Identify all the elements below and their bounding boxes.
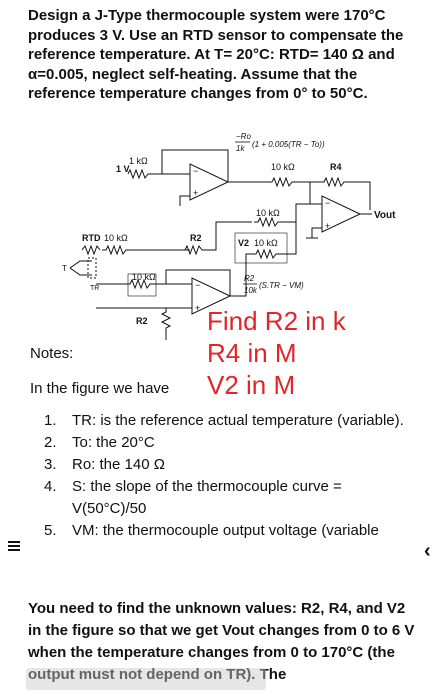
annotation-v2: V2 in M: [207, 370, 296, 400]
list-item: 4.S: the slope of the thermocouple curve…: [44, 478, 342, 517]
figure-intro: In the figure we have: [30, 380, 170, 397]
chevron-left-icon[interactable]: ‹: [424, 540, 431, 562]
tr-label: TR: [90, 285, 99, 292]
bottom-expression-numerator: R2: [244, 274, 255, 283]
annotation-find-r2: Find R2 in k: [207, 306, 346, 336]
t-label: T: [62, 264, 67, 273]
watermark: [26, 668, 266, 690]
opamp3-plus: +: [195, 303, 200, 313]
list-item: 3.Ro: the 140 Ω: [44, 456, 165, 473]
resistor-10k-e-label: 10 kΩ: [132, 272, 156, 282]
resistor-10k-a-label: 10 kΩ: [271, 162, 295, 172]
resistor-10k-c-label: 10 kΩ: [104, 233, 128, 243]
bottom-expression-body: (S.TR − VM): [259, 281, 304, 290]
notes-list: 1.TR: is the reference actual temperatur…: [44, 410, 414, 542]
v2-label: V2: [238, 238, 249, 248]
top-expression-numerator: −Ro: [236, 132, 251, 141]
opamp2-plus: +: [325, 221, 330, 231]
bottom-expression-denominator: 10k: [244, 286, 258, 295]
notes-label: Notes:: [30, 345, 74, 362]
top-expression-denominator: 1k: [236, 144, 245, 153]
footer-text: You need to find the unknown values: R2,…: [28, 600, 415, 683]
list-item: 1.TR: is the reference actual temperatur…: [44, 412, 404, 429]
r2-top-label: R2: [190, 233, 202, 243]
problem-statement: Design a J-Type thermocouple system were…: [28, 7, 404, 102]
r2-bottom-label: R2: [136, 316, 148, 326]
opamp1-minus: −: [193, 166, 198, 176]
list-item: 5.VM: the thermocouple output voltage (v…: [44, 522, 379, 539]
resistor-10k-d-label: 10 kΩ: [254, 238, 278, 248]
r4-label: R4: [330, 162, 342, 172]
list-item: 2.To: the 20°C: [44, 434, 155, 451]
rtd-label: RTD: [82, 233, 101, 243]
annotation-r4: R4 in M: [207, 338, 297, 368]
opamp2-minus: −: [325, 198, 330, 208]
opamp3-minus: −: [195, 280, 200, 290]
list-icon[interactable]: [8, 541, 20, 555]
source-1v-label: 1 V: [116, 164, 130, 174]
resistor-10k-b-label: 10 kΩ: [256, 208, 280, 218]
opamp1-plus: +: [193, 188, 198, 198]
vout-label: Vout: [374, 210, 396, 221]
resistor-1k-label: 1 kΩ: [129, 156, 148, 166]
top-expression-body: (1 + 0.005(TR − To)): [252, 140, 325, 149]
circuit-diagram: −Ro 1k (1 + 0.005(TR − To)) − + 1 V 1 kΩ…: [40, 128, 410, 343]
